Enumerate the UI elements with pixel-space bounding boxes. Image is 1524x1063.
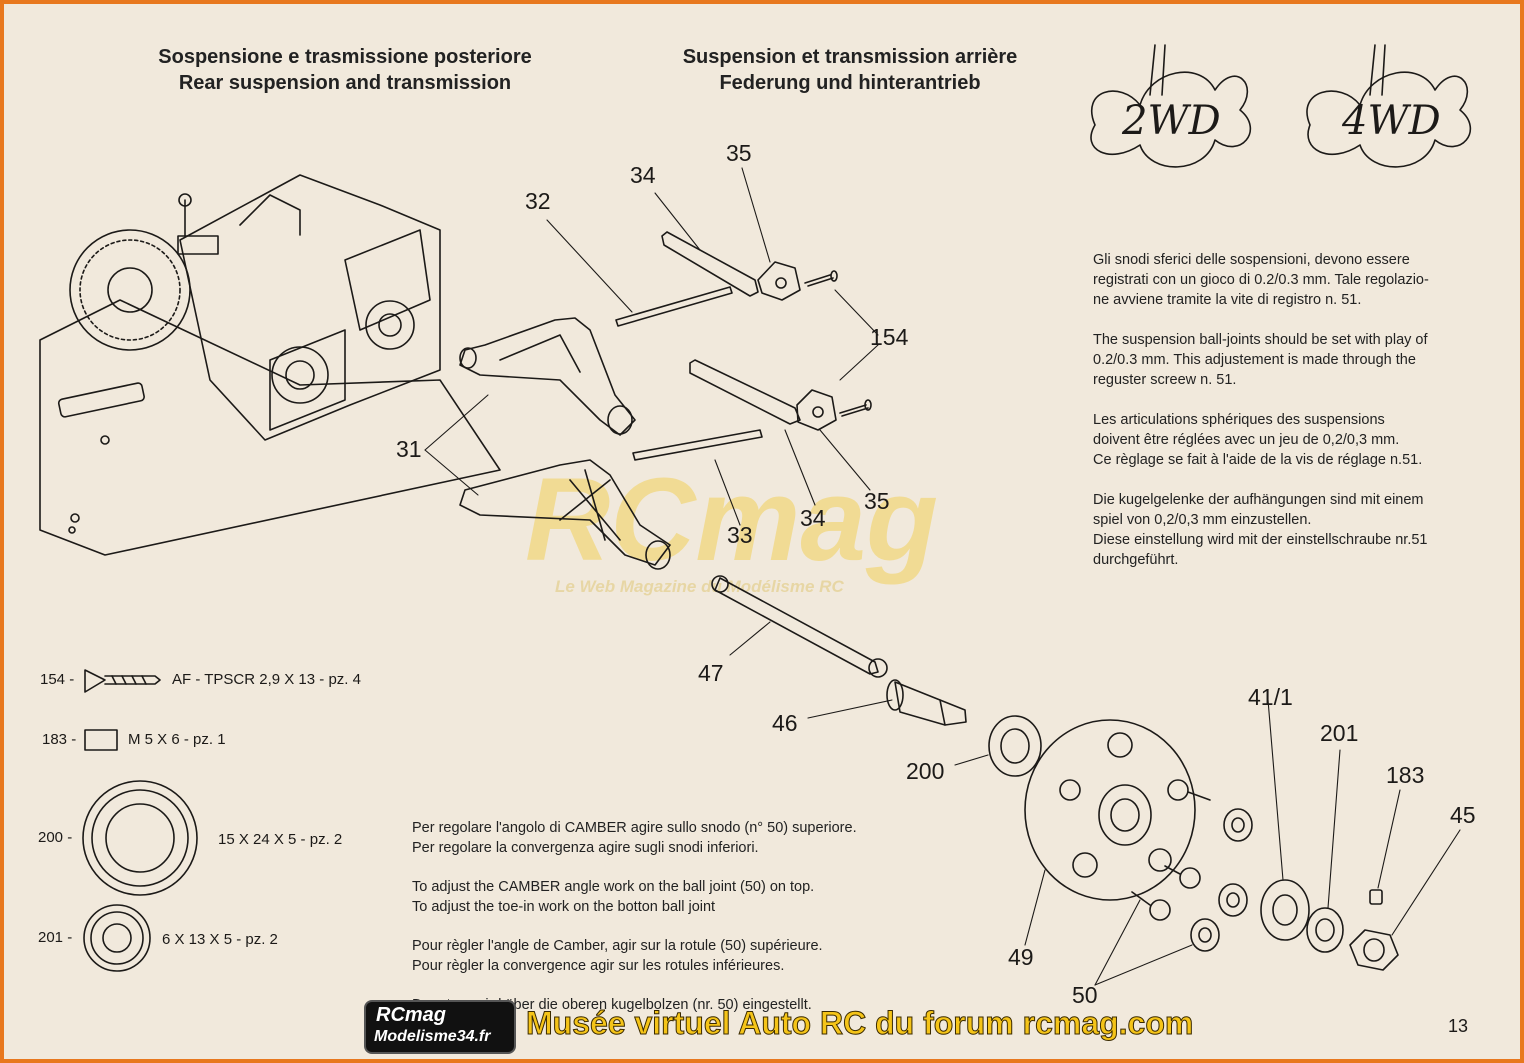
callout-201: 201: [1320, 720, 1359, 746]
text-line: The suspension ball-joints should be set…: [1093, 332, 1428, 348]
text-line: spiel von 0,2/0,3 mm einzustellen.: [1093, 512, 1312, 528]
text-line: Ce règlage se fait à l'aide de la vis de…: [1093, 452, 1423, 468]
bushings: [1190, 808, 1253, 952]
callout-46: 46: [772, 710, 798, 736]
callout-49: 49: [1008, 944, 1034, 970]
text-line: Per regolare l'angolo di CAMBER agire su…: [412, 820, 857, 836]
callout-34-bottom: 34: [800, 505, 826, 531]
callout-35-bottom: 35: [864, 488, 890, 514]
heading-german: Federung und hinterantrieb: [719, 72, 981, 94]
lower-wishbone: [459, 459, 671, 570]
text-line: Die kugelgelenke der aufhängungen sind m…: [1093, 492, 1424, 508]
text-line: Les articulations sphériques des suspens…: [1093, 412, 1385, 428]
grub-screw-icon: [84, 729, 118, 751]
text-line: Gli snodi sferici delle sospensioni, dev…: [1093, 252, 1410, 268]
bearing-icon-201: [83, 904, 151, 972]
instructions-bottom-fr: Pour règler l'angle de Camber, agir sur …: [412, 936, 932, 976]
legend-number-183: 183 -: [42, 731, 77, 748]
legend-desc-200: 15 X 24 X 5 - pz. 2: [218, 831, 343, 848]
footer-logo-top: RCmag: [376, 1004, 447, 1026]
text-line: durchgeführt.: [1093, 552, 1179, 568]
legend-number-201: 201 -: [38, 929, 73, 946]
text-line: registrati con un gioco di 0.2/0.3 mm. T…: [1093, 272, 1429, 288]
lower-link: [689, 359, 837, 431]
callout-50: 50: [1072, 982, 1098, 1008]
upper-link: [661, 231, 801, 301]
badge-2wd-outline: [1090, 44, 1252, 168]
callout-47: 47: [698, 660, 724, 686]
instructions-right-it: Gli snodi sferici delle sospensioni, dev…: [1093, 250, 1493, 310]
footer-logo-bottom: Modelisme34.fr: [374, 1028, 491, 1045]
legend-desc-183: M 5 X 6 - pz. 1: [128, 731, 226, 748]
outdrive-cup: [886, 679, 967, 726]
watermark-logo: RCmag Le Web Magazine du Modélisme RC: [525, 454, 938, 596]
footer-site-logo: RCmag Modelisme34.fr: [366, 1002, 514, 1052]
text-line: To adjust the toe-in work on the botton …: [412, 899, 716, 915]
heading-english: Rear suspension and transmission: [178, 72, 512, 94]
callout-32: 32: [525, 188, 551, 214]
instructions-right-en: The suspension ball-joints should be set…: [1093, 330, 1493, 390]
gearbox: [69, 174, 441, 441]
leader-lines: [424, 167, 1461, 986]
text-line: Per regolare la convergenza agire sugli …: [412, 840, 759, 856]
page-number: 13: [1448, 1016, 1469, 1036]
hinge-pins: [615, 286, 763, 461]
footer-museum-text: Musée virtuel Auto RC du forum rcmag.com: [525, 1005, 1194, 1042]
text-line: Pour règler la convergence agir sur les …: [412, 958, 785, 974]
watermark-logo-text: RCmag: [525, 454, 938, 586]
legend-desc-154: AF - TPSCR 2,9 X 13 - pz. 4: [172, 671, 361, 688]
instructions-bottom-it: Per regolare l'angolo di CAMBER agire su…: [412, 818, 932, 858]
callout-33: 33: [727, 522, 753, 548]
hub-carrier: [1024, 719, 1196, 901]
drive-shaft: [711, 575, 888, 678]
callout-34-top: 34: [630, 162, 656, 188]
badge-4wd-outline: [1306, 44, 1472, 168]
badge-2wd: 2WD: [1122, 98, 1221, 144]
text-line: doivent être réglées avec un jeu de 0,2/…: [1093, 432, 1400, 448]
outer-bearing: [988, 715, 1042, 777]
callout-31: 31: [396, 436, 422, 462]
callout-35-top: 35: [726, 140, 752, 166]
legend-number-200: 200 -: [38, 829, 73, 846]
callout-154: 154: [870, 324, 909, 350]
chassis-plate: [39, 299, 501, 556]
callout-200: 200: [906, 758, 945, 784]
inner-bearings: [1260, 879, 1344, 953]
bearing-icon-200: [82, 780, 198, 896]
heading-italian: Sospensione e trasmissione posteriore: [158, 46, 532, 68]
legend-number-154: 154 -: [40, 671, 75, 688]
text-line: Diese einstellung wird mit der einstells…: [1093, 532, 1428, 548]
text-line: ne avviene tramite la vite di registro n…: [1093, 292, 1362, 308]
instructions-right-fr: Les articulations sphériques des suspens…: [1093, 410, 1493, 470]
callout-183: 183: [1386, 762, 1425, 788]
ball-studs: [1131, 779, 1211, 921]
callout-41-1: 41/1: [1248, 684, 1293, 710]
callout-45: 45: [1450, 802, 1476, 828]
heading-french: Suspension et transmission arrière: [682, 46, 1018, 68]
text-line: reguster screew n. 51.: [1093, 372, 1237, 388]
link-screws: [804, 270, 872, 417]
wheel-nut: [1349, 889, 1399, 971]
instructions-bottom-en: To adjust the CAMBER angle work on the b…: [412, 877, 932, 917]
legend-desc-201: 6 X 13 X 5 - pz. 2: [162, 931, 278, 948]
text-line: Pour règler l'angle de Camber, agir sur …: [412, 938, 823, 954]
text-line: To adjust the CAMBER angle work on the b…: [412, 879, 815, 895]
instructions-right-de: Die kugelgelenke der aufhängungen sind m…: [1093, 490, 1493, 570]
upper-wishbone: [459, 317, 636, 436]
badge-4wd: 4WD: [1342, 98, 1441, 144]
screw-icon: [84, 669, 161, 693]
text-line: 0.2/0.3 mm. This adjustement is made thr…: [1093, 352, 1416, 368]
watermark-tagline: Le Web Magazine du Modélisme RC: [555, 577, 844, 596]
